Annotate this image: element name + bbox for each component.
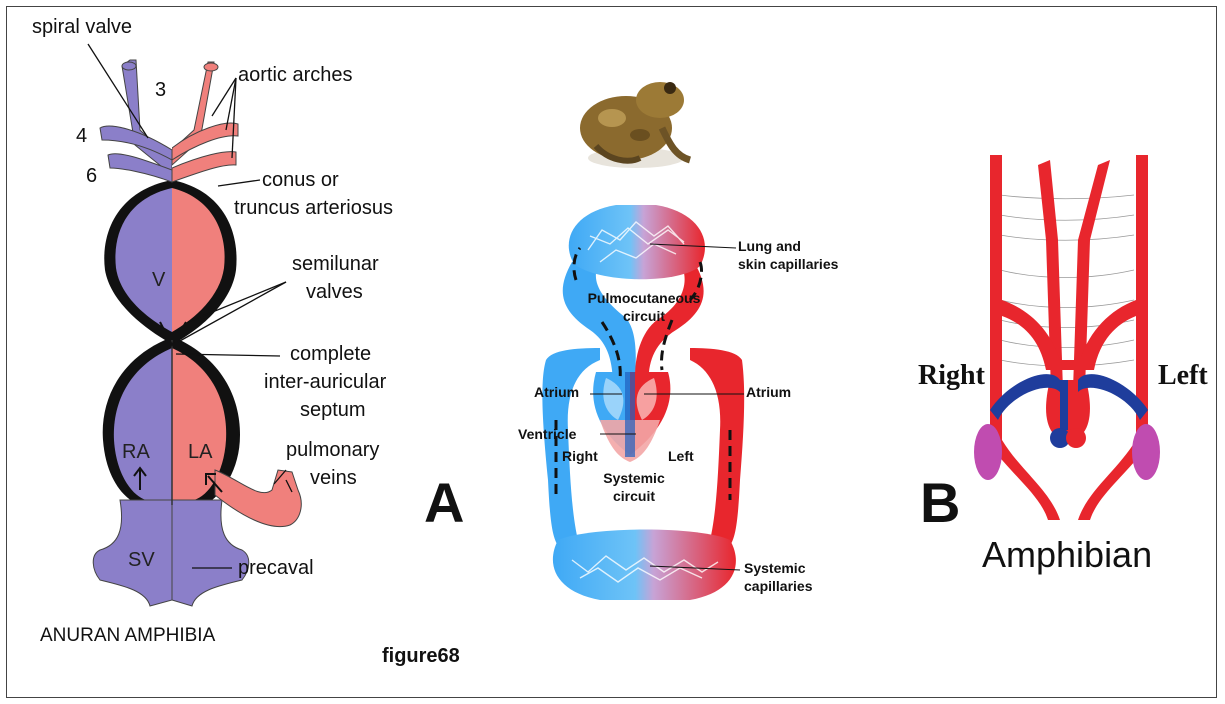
label-systemic-line2: circuit	[584, 488, 684, 505]
label-arch-3: 3	[155, 78, 166, 102]
sinus-venosus	[172, 500, 249, 606]
panel-letter-a: A	[424, 470, 464, 535]
figure-label: figure68	[382, 645, 460, 668]
frog-heart	[593, 372, 670, 462]
label-semilunar-line2: valves	[306, 280, 363, 304]
label-pulmonary-line1: pulmonary	[286, 438, 379, 462]
label-syscap-line2: capillaries	[744, 578, 813, 595]
label-systemic-line1: Systemic	[584, 470, 684, 487]
label-conus-line2: truncus arteriosus	[234, 196, 393, 220]
label-lung-line1: Lung and	[738, 238, 801, 255]
label-semilunar-line1: semilunar	[292, 252, 379, 276]
pulmonary-vein	[215, 470, 301, 527]
label-ventricle: V	[152, 268, 165, 292]
arch-cap	[204, 63, 218, 71]
label-sinus-venosus: SV	[128, 548, 155, 572]
label-lung-line2: skin capillaries	[738, 256, 838, 273]
frog-image	[580, 82, 690, 168]
caption-anuran-amphibia: ANURAN AMPHIBIA	[40, 624, 215, 648]
panel-letter-b: B	[920, 470, 960, 535]
label-syscap-line1: Systemic	[744, 560, 805, 577]
label-precaval: precaval	[238, 556, 314, 580]
caption-amphibian: Amphibian	[982, 534, 1152, 576]
label-atrium-right-side: Atrium	[534, 384, 579, 401]
label-left-b: Left	[1158, 360, 1208, 392]
label-right-atrium: RA	[122, 440, 150, 464]
label-septum-line1: complete	[290, 342, 371, 366]
label-left-atrium: LA	[188, 440, 212, 464]
label-atrium-left-side: Atrium	[746, 384, 791, 401]
label-arch-4: 4	[76, 124, 87, 148]
label-spiral-valve: spiral valve	[32, 15, 132, 39]
label-septum-line2: inter-auricular	[264, 370, 386, 394]
label-arch-6: 6	[86, 164, 97, 188]
label-ventricle-a: Ventricle	[518, 426, 576, 443]
label-aortic-arches: aortic arches	[238, 63, 353, 87]
arch-cap	[122, 62, 136, 70]
label-conus-line1: conus or	[262, 168, 339, 192]
label-pulmonary-line2: veins	[310, 466, 357, 490]
label-left-a: Left	[668, 448, 694, 465]
amphibian-vessels	[974, 155, 1160, 520]
label-pulmo-line2: circuit	[574, 308, 714, 325]
label-right-b: Right	[918, 360, 985, 392]
label-pulmo-line1: Pulmocutaneous	[574, 290, 714, 307]
label-septum-line3: septum	[300, 398, 366, 422]
label-right-a: Right	[562, 448, 598, 465]
